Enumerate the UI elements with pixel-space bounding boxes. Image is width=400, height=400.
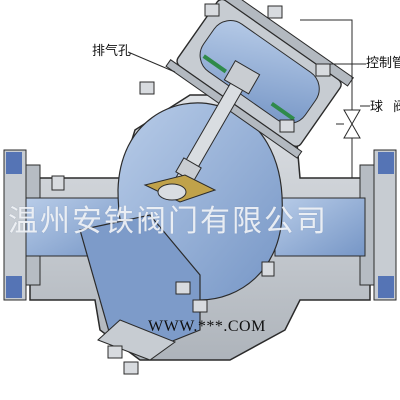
control-pipe-label: 控制管 <box>366 56 400 71</box>
outlet-channel <box>274 197 366 257</box>
valve-stem <box>170 60 261 194</box>
cover-bolts <box>107 281 208 375</box>
bonnet-bolts <box>139 3 331 133</box>
ball-valve-label: 球 阀 <box>370 100 400 115</box>
upper-bonnet <box>165 0 355 159</box>
control-pipe-line <box>300 19 353 179</box>
flange-bolts <box>51 175 275 277</box>
valve-disc-nut <box>157 183 187 201</box>
vent-leader-line <box>127 51 176 73</box>
strainer-cover <box>97 319 177 361</box>
vent-label: 排气孔 <box>92 44 132 59</box>
ball-valve-symbol <box>336 109 361 139</box>
company-watermark: 温州安铁阀门有限公司 <box>8 204 328 239</box>
right-flange <box>359 149 397 301</box>
website-text: WWW.***.COM <box>148 318 266 335</box>
